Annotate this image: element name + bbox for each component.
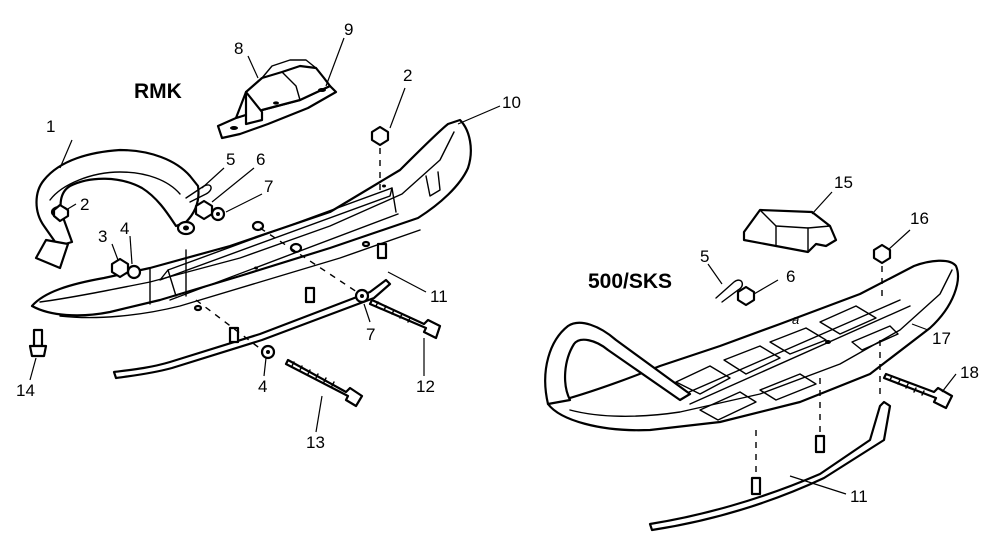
- callout-2-loop: 2: [80, 195, 89, 214]
- sks-saddle: [742, 208, 838, 254]
- callout-11-sks: 11: [850, 487, 868, 506]
- callout-8: 8: [234, 39, 243, 58]
- callout-12: 12: [416, 377, 435, 396]
- callout-5-sks: 5: [700, 247, 709, 266]
- callout-7-upper: 7: [264, 177, 273, 196]
- callout-10: 10: [502, 93, 521, 112]
- callout-3: 3: [98, 227, 107, 246]
- sks-hardware: [715, 243, 954, 410]
- callout-2-top: 2: [403, 66, 412, 85]
- callout-1: 1: [46, 117, 55, 136]
- svg-text:a: a: [792, 312, 799, 327]
- callout-7-lower: 7: [366, 325, 375, 344]
- callout-labels: 1 2 2 3 4 4 5 5 6 6 7 7 8 9 10 11 11 12 …: [16, 20, 979, 506]
- sks-assembly: a: [544, 191, 960, 532]
- callout-14: 14: [16, 381, 35, 400]
- callout-11-rmk: 11: [430, 287, 448, 306]
- sks-title: 500/SKS: [588, 270, 672, 293]
- rmk-hardware: [28, 125, 442, 408]
- rmk-title: RMK: [134, 80, 182, 103]
- callout-5-rmk: 5: [226, 150, 235, 169]
- callout-9: 9: [344, 20, 353, 39]
- callout-16: 16: [910, 209, 929, 228]
- callout-18: 18: [960, 363, 979, 382]
- rmk-ski-body: [30, 118, 472, 319]
- rmk-wear-bar: [112, 242, 392, 380]
- callout-17: 17: [932, 329, 951, 348]
- callout-15: 15: [834, 173, 853, 192]
- callout-13: 13: [306, 433, 325, 452]
- callout-6-sks: 6: [786, 267, 795, 286]
- rmk-assembly: [28, 37, 501, 433]
- callout-6-rmk: 6: [256, 150, 265, 169]
- sks-wear-bar: [648, 340, 892, 532]
- rmk-saddle-bracket: [216, 59, 338, 140]
- callout-4-lower: 4: [258, 377, 267, 396]
- sks-ski-body: a: [544, 259, 960, 432]
- callout-4-upper: 4: [120, 219, 129, 238]
